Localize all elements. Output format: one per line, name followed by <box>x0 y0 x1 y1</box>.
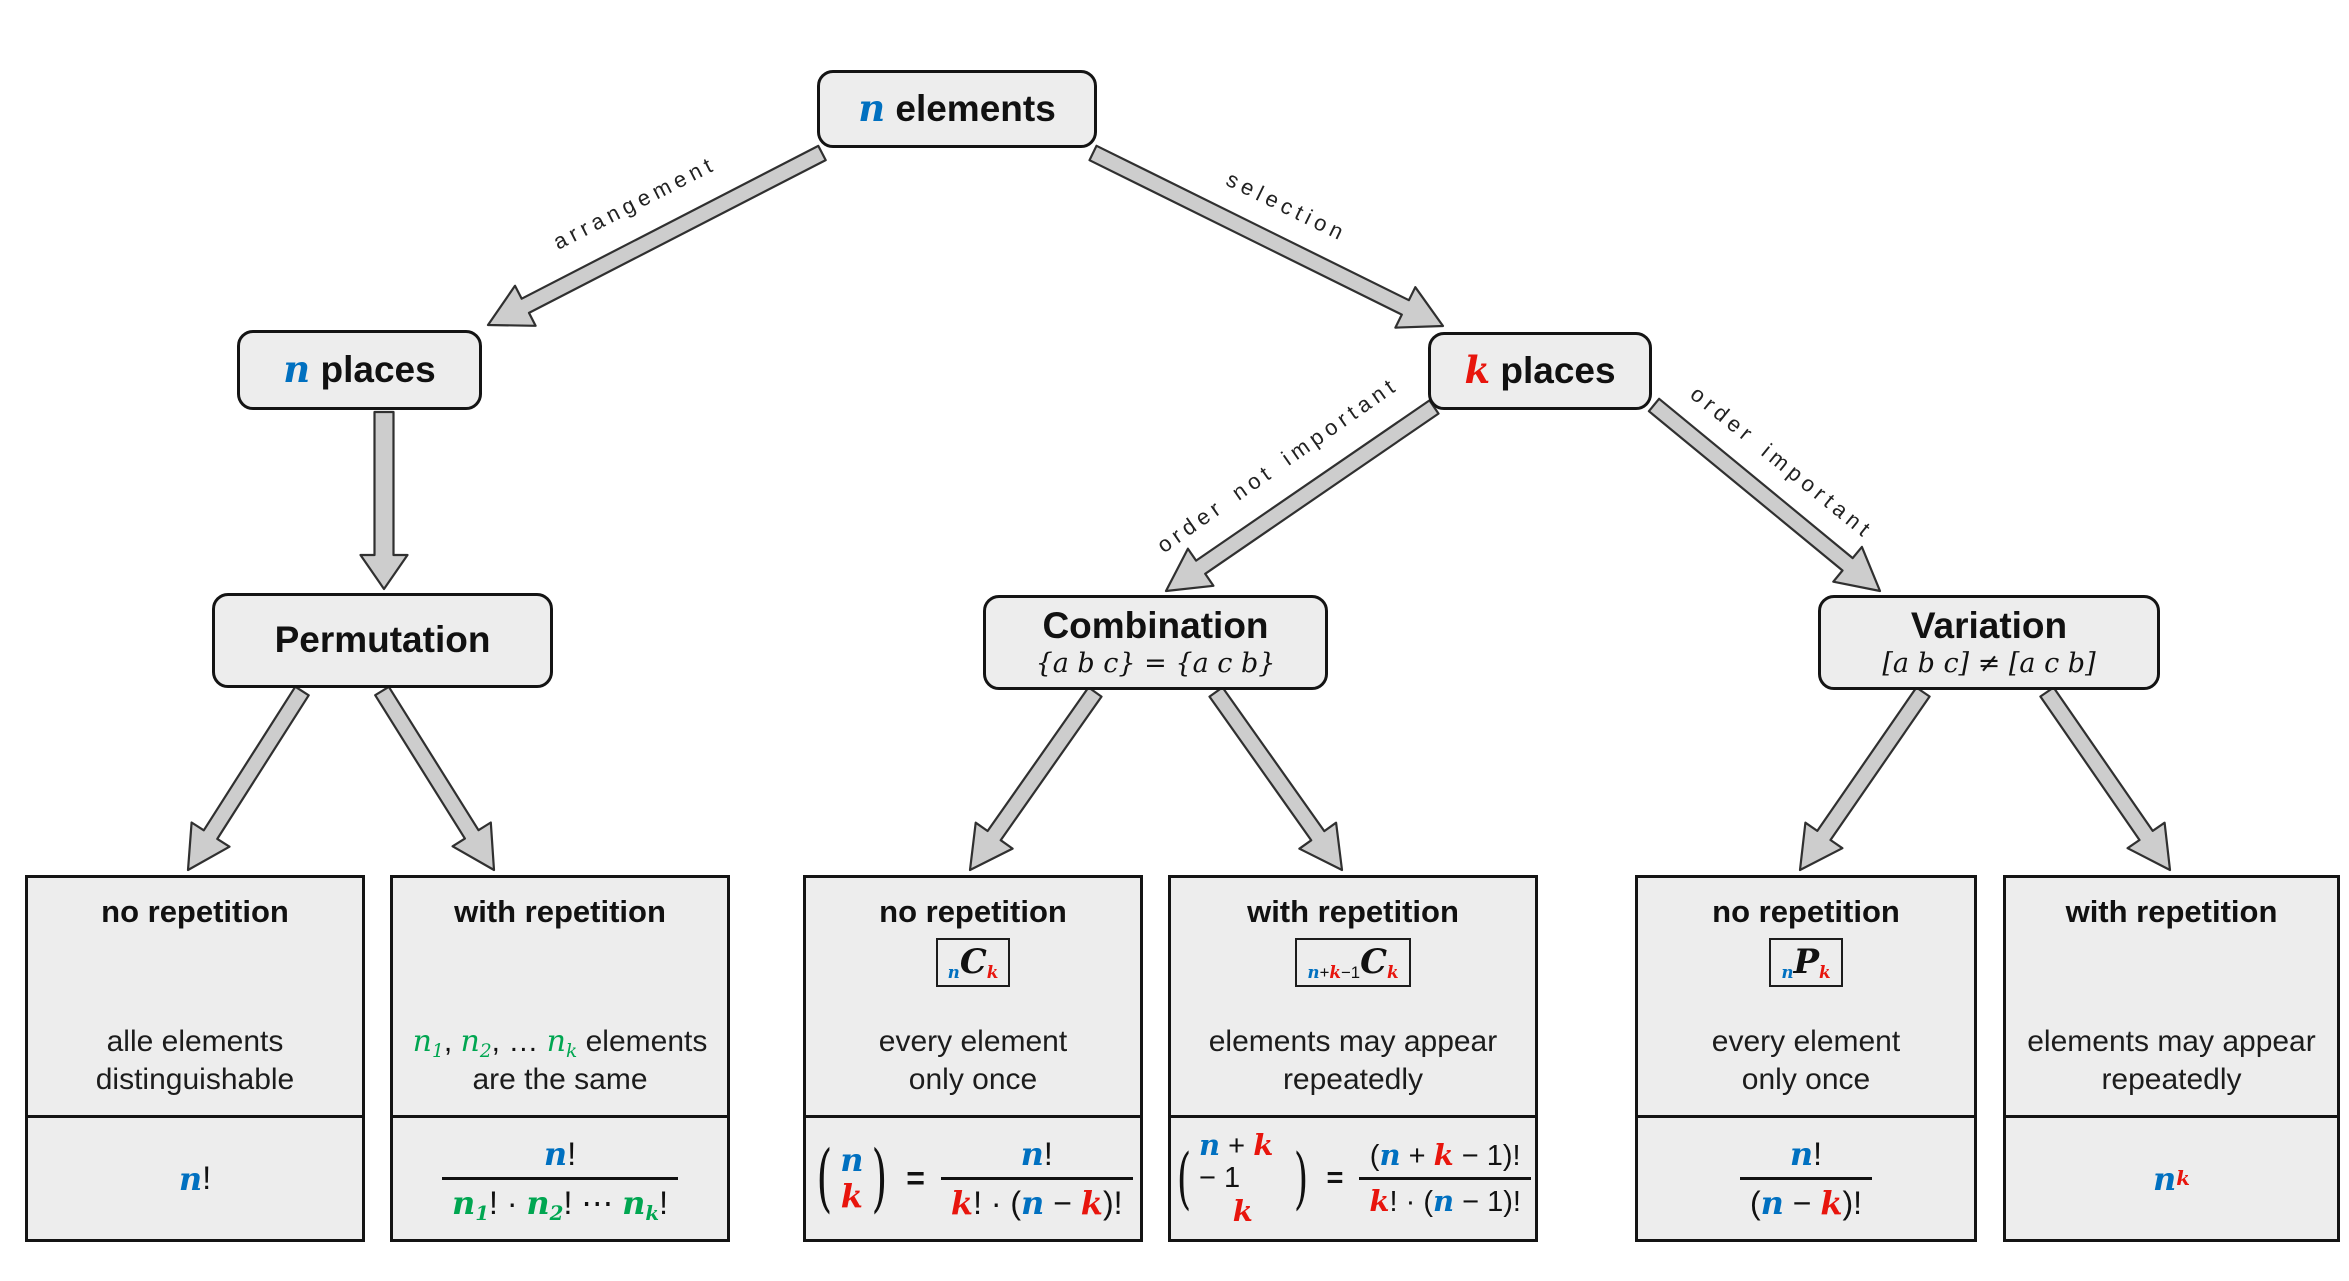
arrow <box>374 685 496 872</box>
leaf-comb-with-rep: with repetition n+k−1Ck elements may app… <box>1168 875 1538 1242</box>
leaf-header: with repetition <box>1247 894 1459 929</box>
leaf-header: no repetition <box>1712 894 1900 929</box>
arrow <box>1798 686 1931 872</box>
leaf-header: no repetition <box>101 894 289 929</box>
node-title: k places <box>1464 348 1616 393</box>
fraction: (n + k − 1)!k! · (n − 1)! <box>1359 1138 1531 1219</box>
leaf-symbol-badge: nPk <box>1769 938 1843 987</box>
node-title: Permutation <box>274 619 491 661</box>
leaf-symbol-badge: n+k−1Ck <box>1295 938 1411 987</box>
arrow <box>186 685 310 872</box>
node-title: n places <box>283 347 436 392</box>
node-title: Combination <box>1042 604 1269 646</box>
node-subtitle: [a b c] ≠ [a c b] <box>1882 648 2096 680</box>
leaf-header: no repetition <box>879 894 1067 929</box>
node-combination: Combination {a b c} = {a c b} <box>983 595 1328 690</box>
leaf-symbol-badge: nCk <box>935 938 1011 987</box>
leaf-formula: n!(n − k)! <box>1638 1118 1974 1239</box>
node-variation: Variation [a b c] ≠ [a c b] <box>1818 595 2160 690</box>
arrow <box>1647 397 1882 593</box>
leaf-top-section: with repetition n+k−1Ck elements may app… <box>1171 878 1535 1118</box>
node-title: n elements <box>858 86 1056 131</box>
node-permutation: Permutation <box>212 593 553 688</box>
node-k-places: k places <box>1428 332 1652 410</box>
leaf-formula: n! <box>178 1159 212 1198</box>
node-title: Variation <box>1910 604 2068 646</box>
arrow <box>1088 144 1445 329</box>
arrow <box>359 410 409 591</box>
arrow <box>968 686 1103 872</box>
arrow <box>1164 399 1440 593</box>
node-n-elements: n elements <box>817 70 1097 148</box>
fraction: n!k! · (n − k)! <box>940 1135 1133 1222</box>
fraction: n!(n − k)! <box>1739 1135 1873 1222</box>
node-n-places: n places <box>237 330 482 410</box>
fraction: n!n1! · n2! ⋯ nk! <box>441 1135 679 1223</box>
leaf-formula: n!n1! · n2! ⋯ nk! <box>393 1118 727 1239</box>
arrow <box>1208 686 1344 872</box>
node-subtitle: {a b c} = {a c b} <box>1035 648 1276 680</box>
arrow <box>486 144 827 327</box>
leaf-header: with repetition <box>454 894 666 929</box>
arrow <box>2039 686 2172 872</box>
leaf-header: with repetition <box>2065 894 2278 929</box>
